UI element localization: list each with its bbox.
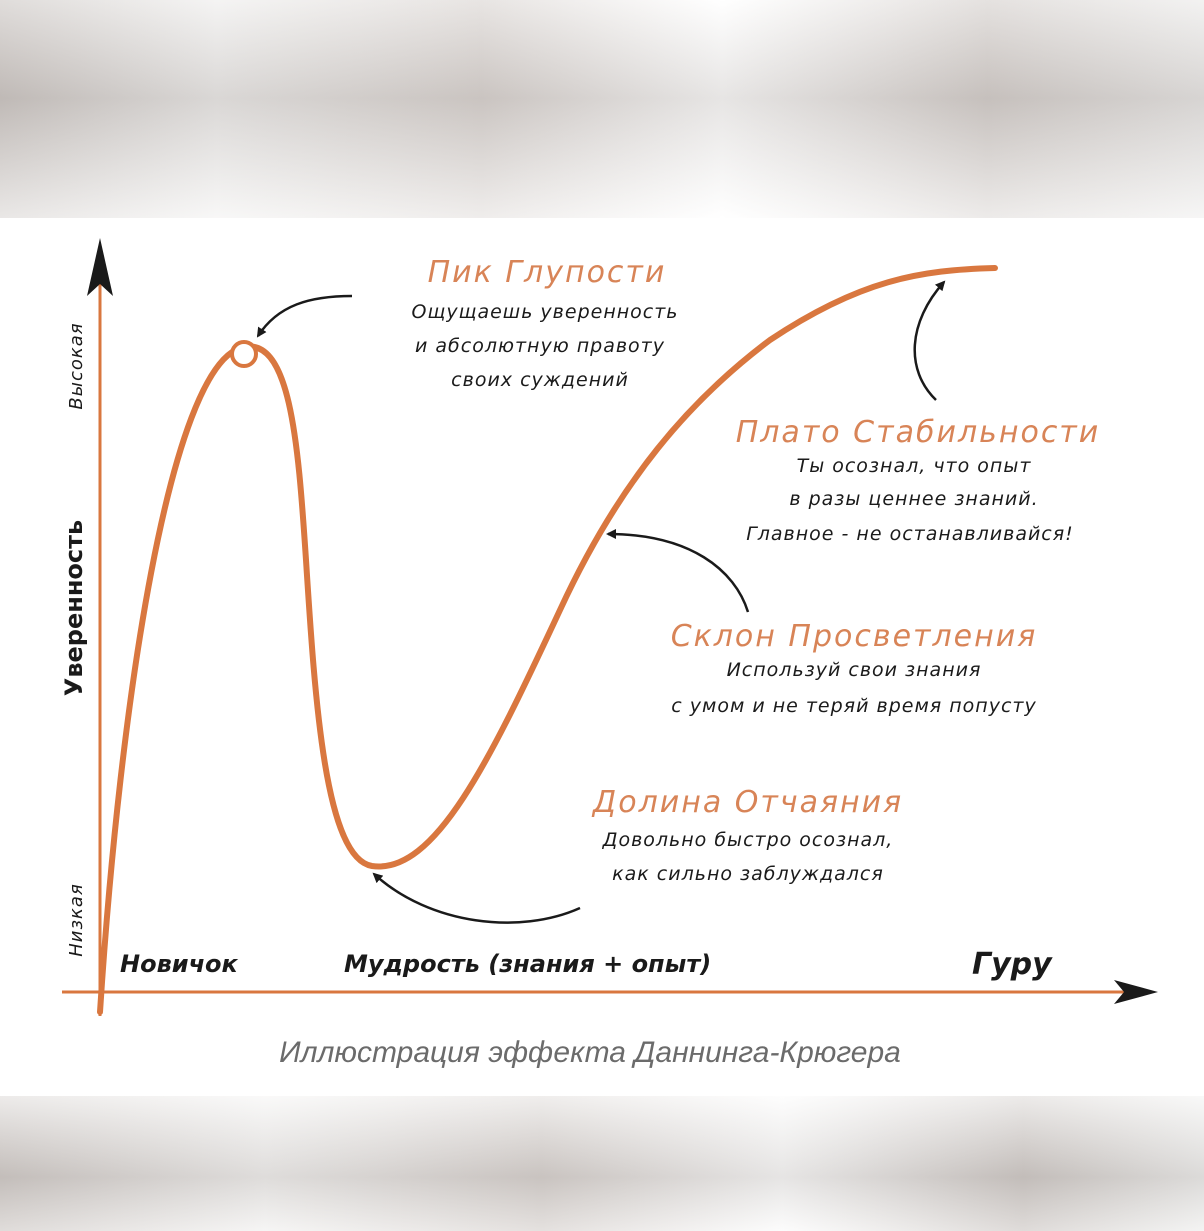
plateau-line-3: Главное - не останавливайся! [746, 523, 1074, 545]
diagram-panel [0, 218, 1204, 1096]
peak-marker [230, 340, 258, 368]
slope-line-1: Используй свои знания [727, 659, 982, 681]
peak-title: Пик Глупости [428, 255, 667, 290]
blurred-background-top [0, 0, 1204, 218]
x-axis-arrowhead [1114, 980, 1158, 1004]
diagram-caption: Иллюстрация эффекта Даннинга-Крюгера [279, 1036, 901, 1069]
slope-title: Склон Просветления [671, 619, 1038, 654]
plateau-line-2: в разы ценнее знаний. [789, 488, 1038, 510]
y-axis-arrowhead [87, 238, 113, 296]
valley-title: Долина Отчаяния [591, 785, 903, 820]
confidence-curve [97, 265, 998, 1015]
x-axis-end-label: Гуру [972, 947, 1053, 982]
y-axis-high-label: Высокая [66, 322, 87, 409]
peak-line-2: и абсолютную правоту [415, 335, 665, 357]
plateau-pointer-arrow [913, 280, 946, 401]
slope-line-2: с умом и не теряй время попусту [671, 695, 1036, 717]
plateau-line-1: Ты осознал, что опыт [797, 455, 1032, 477]
valley-pointer-arrow [372, 872, 581, 924]
y-axis-label: Уверенность [60, 520, 88, 696]
blurred-background-bottom [0, 1096, 1204, 1231]
plateau-title: Плато Стабильности [736, 415, 1101, 450]
peak-line-3: своих суждений [451, 369, 629, 391]
peak-pointer-arrow [256, 294, 353, 338]
x-axis-middle-label: Мудрость (знания + опыт) [344, 950, 711, 978]
valley-line-1: Довольно быстро осознал, [602, 829, 894, 851]
y-axis-low-label: Низкая [66, 883, 87, 957]
x-axis-start-label: Новичок [120, 950, 239, 978]
valley-line-2: как сильно заблуждался [612, 863, 884, 885]
slope-pointer-arrow [606, 529, 750, 613]
peak-line-1: Ощущаешь уверенность [411, 301, 678, 323]
